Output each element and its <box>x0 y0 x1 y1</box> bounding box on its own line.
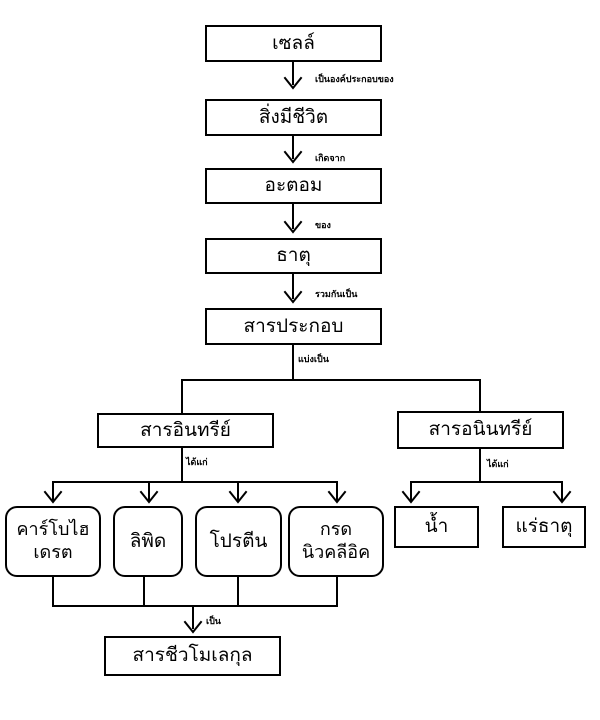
arrow-water <box>401 490 421 504</box>
arrow-carbohydrate <box>43 490 63 504</box>
arrow-living-atom <box>283 150 303 164</box>
node-element: ธาตุ <box>205 238 382 274</box>
arrow-cell-living <box>283 76 303 90</box>
node-mineral: แร่ธาตุ <box>502 506 586 548</box>
node-atom: อะตอม <box>205 168 382 204</box>
arrow-element-compound <box>283 290 303 304</box>
edge-label-element-compound: รวมกันเป็น <box>315 290 358 300</box>
node-organic: สารอินทรีย์ <box>97 413 274 448</box>
node-nucleic: กรด นิวคลีอิค <box>288 506 384 577</box>
edge-label-organic-children: ได้แก่ <box>186 458 208 468</box>
node-cell: เซลล์ <box>205 25 382 62</box>
edge-label-cell-living: เป็นองค์ประกอบของ <box>315 75 394 85</box>
node-water: น้ำ <box>394 506 479 548</box>
arrow-nucleic <box>327 490 347 504</box>
node-compound: สารประกอบ <box>205 308 382 345</box>
edge-label-compound-split: แบ่งเป็น <box>298 355 329 365</box>
node-biomolecule: สารชีวโมเลกุล <box>104 636 281 676</box>
edge-label-to-biomolecule: เป็น <box>206 617 221 627</box>
edge-label-living-atom: เกิดจาก <box>315 154 346 164</box>
node-inorganic: สารอนินทรีย์ <box>397 411 564 449</box>
arrow-biomolecule <box>183 620 203 634</box>
node-carbohydrate: คาร์โบไฮ เดรต <box>5 506 101 577</box>
node-lipid: ลิพิด <box>113 506 183 577</box>
node-protein: โปรตีน <box>195 506 282 577</box>
edge-label-inorganic-children: ได้แก่ <box>487 460 509 470</box>
arrow-protein <box>228 490 248 504</box>
arrow-atom-element <box>283 220 303 234</box>
arrow-lipid <box>139 490 159 504</box>
arrow-mineral <box>552 490 572 504</box>
edge-label-atom-element: ของ <box>315 221 331 231</box>
node-living: สิ่งมีชีวิต <box>205 99 382 136</box>
